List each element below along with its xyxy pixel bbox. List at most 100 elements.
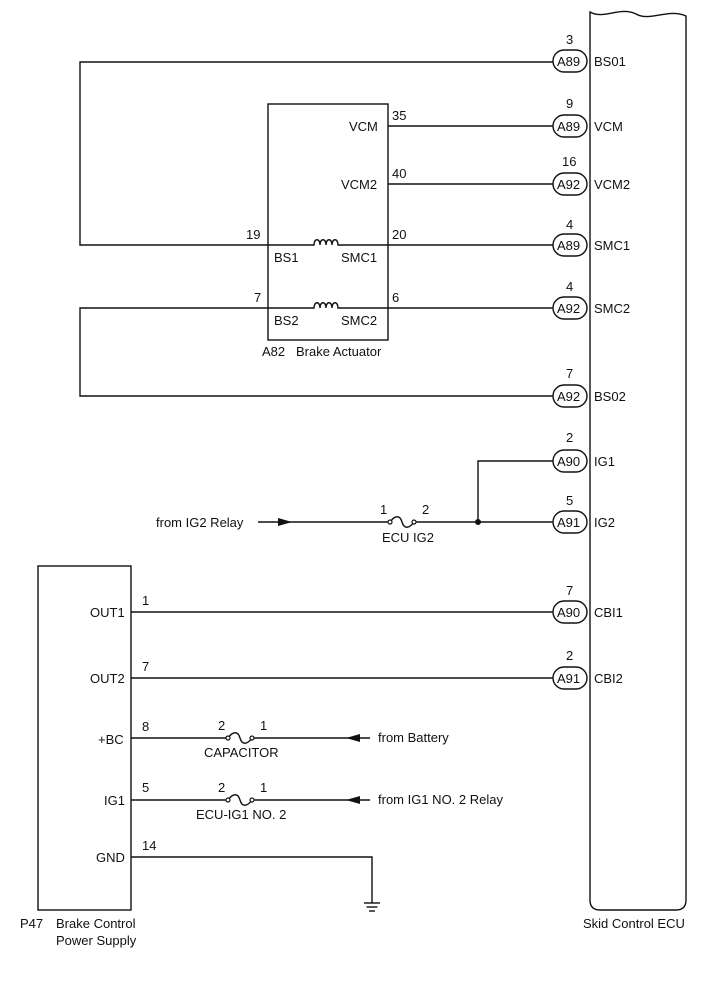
actuator-name: Brake Actuator [296,344,382,359]
power-supply-code: P47 [20,916,43,931]
connector-code: A89 [557,54,580,69]
ps-pin-gnd-num: 14 [142,838,156,853]
wire-bs02 [79,307,553,397]
ecu-pin-number: 5 [566,493,573,508]
actuator-bs2-label: BS2 [274,313,299,328]
ps-pin-out2-label: OUT2 [90,671,125,686]
actuator-vcm2-label: VCM2 [341,177,377,192]
fuse-ecu-ig1-pin-right: 1 [260,780,267,795]
ecu-pin-name: CBI1 [594,605,623,620]
ps-pin-bc-label: +BC [98,732,124,747]
ps-pin-bc-num: 8 [142,719,149,734]
ecu-pin-name: IG1 [594,454,615,469]
ground-icon [364,902,380,912]
actuator-bs1-num: 19 [246,227,260,242]
actuator-label: A82 Brake Actuator [262,344,382,359]
ps-pin-gnd-label: GND [96,850,125,865]
connector-oval [552,49,588,73]
brake-actuator-box [267,103,389,341]
ecu-pin-number: 16 [562,154,576,169]
fuse-terminal [249,735,255,741]
fuse-terminal [225,735,231,741]
power-supply-name-1: Brake Control [56,916,136,931]
connector-code: A90 [557,605,580,620]
connector-code: A90 [557,454,580,469]
fuse-terminal [387,519,393,525]
actuator-smc1-label: SMC1 [341,250,377,265]
ecu-pin-smc2: 4 A92 SMC2 [552,279,630,320]
ecu-pin-number: 7 [566,583,573,598]
ecu-pin-vcm: 9 A89 VCM [552,96,623,138]
from-battery-label: from Battery [378,730,449,745]
ecu-pin-name: BS01 [594,54,626,69]
arrow-ig2-relay [278,518,292,526]
fuse-terminal [249,797,255,803]
fuse-ecu-ig2 [389,516,415,528]
ecu-pin-cbi2: 2 A91 CBI2 [552,648,623,690]
fuse-terminal [411,519,417,525]
power-supply-box [37,565,132,911]
ecu-pin-name: VCM2 [594,177,630,192]
actuator-bs1-label: BS1 [274,250,299,265]
arrow-from-ig1-relay [346,796,360,804]
fuse-capacitor-label: CAPACITOR [204,745,279,760]
ecu-pin-number: 2 [566,648,573,663]
ecu-pin-bs02: 7 A92 BS02 [552,366,626,408]
fuse-ecu-ig1-label: ECU-IG1 NO. 2 [196,807,286,822]
arrow-from-battery [346,734,360,742]
wire-gnd [131,856,373,903]
ecu-pin-name: BS02 [594,389,626,404]
ps-pin-out2-num: 7 [142,659,149,674]
ps-pin-ig1-num: 5 [142,780,149,795]
connector-code: A91 [557,671,580,686]
actuator-code: A82 [262,344,285,359]
skid-control-ecu-label: Skid Control ECU [583,916,685,931]
ecu-pin-vcm2: 16 A92 VCM2 [552,154,630,196]
connector-code: A89 [557,238,580,253]
actuator-smc1-num: 20 [392,227,406,242]
actuator-vcm-num: 35 [392,108,406,123]
ecu-pin-name: SMC2 [594,301,630,316]
connector-code: A89 [557,119,580,134]
ecu-pin-name: SMC1 [594,238,630,253]
ecu-pin-number: 9 [566,96,573,111]
power-supply-name-2: Power Supply [56,933,137,948]
wire-bs01 [79,61,553,246]
actuator-vcm2-num: 40 [392,166,406,181]
ecu-pin-ig2: 5 A91 IG2 [552,493,615,534]
solenoid-coil-2 [268,302,388,309]
fuse-ecu-ig2-pin-right: 2 [422,502,429,517]
ecu-pin-number: 3 [566,32,573,47]
ps-pin-out1-label: OUT1 [90,605,125,620]
ecu-pin-number: 2 [566,430,573,445]
ecu-pin-bs01: 3 A89 BS01 [552,32,626,73]
ecu-pin-name: CBI2 [594,671,623,686]
ecu-pin-ig1: 2 A90 IG1 [552,430,615,473]
fuse-ecu-ig1-no2 [227,794,253,806]
ecu-pin-name: VCM [594,119,623,134]
fuse-capacitor-pin-left: 2 [218,718,225,733]
actuator-smc2-num: 6 [392,290,399,305]
solenoid-coil-1 [268,239,388,246]
fuse-capacitor-pin-right: 1 [260,718,267,733]
ps-pin-ig1-label: IG1 [104,793,125,808]
ig2-relay-label: from IG2 Relay [156,515,244,530]
ecu-pin-number: 4 [566,217,573,232]
actuator-bs2-num: 7 [254,290,261,305]
ecu-pin-cbi1: 7 A90 CBI1 [552,583,623,624]
ps-pin-out1-num: 1 [142,593,149,608]
connector-code: A91 [557,515,580,530]
connector-code: A92 [557,177,580,192]
connector-code: A92 [557,389,580,404]
actuator-vcm-label: VCM [349,119,378,134]
fuse-ecu-ig2-label: ECU IG2 [382,530,434,545]
skid-control-ecu-box [589,10,687,911]
fuse-ecu-ig1-pin-left: 2 [218,780,225,795]
ecu-pin-number: 4 [566,279,573,294]
fuse-ecu-ig2-pin-left: 1 [380,502,387,517]
splice-point [475,519,481,525]
from-ig1-relay-label: from IG1 NO. 2 Relay [378,792,503,807]
fuse-capacitor [227,732,253,744]
actuator-smc2-label: SMC2 [341,313,377,328]
